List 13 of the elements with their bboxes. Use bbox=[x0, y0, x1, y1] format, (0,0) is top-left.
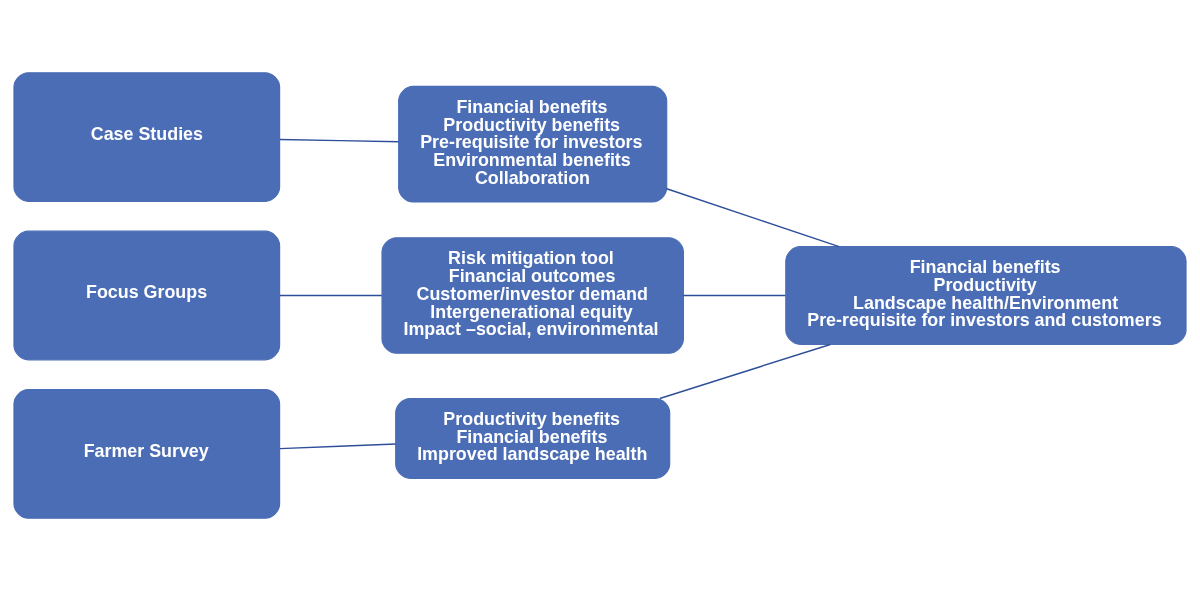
connector bbox=[279, 294, 383, 297]
node-box: Farmer Survey bbox=[13, 389, 281, 519]
node-box: Case Studies bbox=[13, 72, 281, 202]
node-box: Productivity benefits Financial benefits Improved landscape health bbox=[395, 397, 671, 479]
connector bbox=[659, 343, 831, 400]
node-box: Focus Groups bbox=[13, 230, 281, 361]
connector bbox=[682, 294, 787, 297]
connector bbox=[279, 443, 397, 450]
node-box: Financial benefits Productivity benefits Pre-requisite for investors Environmental benefits Collaboration bbox=[398, 85, 668, 203]
connector bbox=[279, 138, 400, 143]
node-box: Financial benefits Productivity Landscape health/Environment Pre-requisite for investors and customers bbox=[785, 246, 1187, 345]
connector bbox=[666, 188, 840, 248]
node-box: Risk mitigation tool Financial outcomes Customer/investor demand Intergenerational equity Impact –social, environmental bbox=[381, 237, 684, 354]
